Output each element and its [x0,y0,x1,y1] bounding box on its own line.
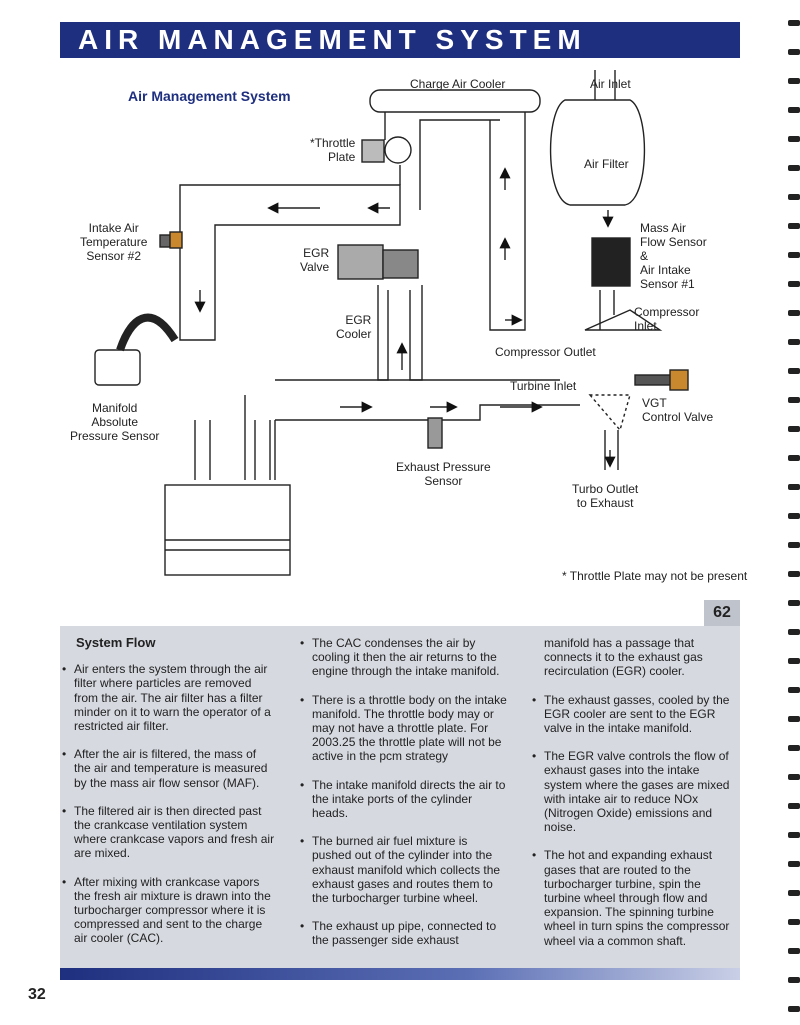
binding-ring [788,600,800,606]
list-item: After mixing with crankcase vapors the f… [60,875,275,946]
binding-ring [788,455,800,461]
binding-ring [788,107,800,113]
binding-ring [788,832,800,838]
list-item: Air enters the system through the air fi… [60,662,275,733]
binding-ring [788,803,800,809]
label-vgt-control-valve: VGT Control Valve [642,396,714,424]
list-item: There is a throttle body on the intake m… [298,693,510,764]
label-egr-valve: EGR Valve [300,246,330,274]
text-column-3: manifold has a passage that connects it … [530,636,735,962]
throttle-footnote: * Throttle Plate may not be present [562,569,748,583]
list-item: The intake manifold directs the air to t… [298,778,510,821]
binding-ring [788,136,800,142]
binding-ring [788,281,800,287]
page-title: AIR MANAGEMENT SYSTEM [60,22,740,58]
binding-ring [788,745,800,751]
binding-ring [788,774,800,780]
list-item: The EGR valve controls the flow of exhau… [530,749,735,834]
binding-ring [788,658,800,664]
binding-ring [788,194,800,200]
binding-ring [788,223,800,229]
diagram-subtitle: Air Management System [128,88,291,104]
binding-ring [788,252,800,258]
binding-ring [788,20,800,26]
label-exhaust-pressure-sensor: Exhaust Pressure Sensor [396,460,491,488]
binding-ring [788,861,800,867]
list-item: The CAC condenses the air by cooling it … [298,636,510,679]
binding-ring [788,339,800,345]
binding-ring [788,977,800,983]
binding-ring [788,890,800,896]
binding-ring [788,397,800,403]
label-turbo-outlet: Turbo Outlet to Exhaust [572,482,639,510]
list-item: The exhaust gasses, cooled by the EGR co… [530,693,735,736]
binding-ring [788,484,800,490]
list-item: The filtered air is then directed past t… [60,804,275,861]
system-flow-heading: System Flow [76,635,156,650]
binding-ring [788,49,800,55]
list-item: The exhaust up pipe, connected to the pa… [298,919,510,947]
binding-ring [788,542,800,548]
label-mass-air-flow-sensor: Mass Air Flow Sensor & Air Intake Sensor… [640,221,707,291]
binding-ring [788,919,800,925]
page-tab: 62 [704,600,740,626]
binding-ring [788,948,800,954]
air-management-diagram [94,70,689,576]
list-item: After the air is filtered, the mass of t… [60,747,275,790]
label-intake-air-temp-sensor: Intake Air Temperature Sensor #2 [80,221,148,263]
page-number: 32 [28,986,46,1003]
label-egr-cooler: EGR Cooler [336,313,372,341]
label-throttle-plate: *Throttle Plate [310,136,356,164]
label-charge-air-cooler: Charge Air Cooler [410,77,506,91]
text-column-2: The CAC condenses the air by cooling it … [298,636,510,962]
text-column-1: System Flow Air enters the system throug… [60,635,275,960]
binding-ring [788,629,800,635]
list-item: The hot and expanding exhaust gases that… [530,848,735,947]
label-air-inlet: Air Inlet [590,77,631,91]
binding-ring [788,571,800,577]
binding-ring [788,1006,800,1012]
binding-ring [788,687,800,693]
label-compressor-inlet: Compressor Inlet [634,305,700,333]
label-map-sensor: Manifold Absolute Pressure Sensor [70,401,160,443]
list-item-continued: manifold has a passage that connects it … [544,636,703,679]
spiral-binding [786,0,800,1025]
list-item: The burned air fuel mixture is pushed ou… [298,834,510,905]
binding-ring [788,165,800,171]
label-compressor-outlet: Compressor Outlet [495,345,596,359]
binding-ring [788,368,800,374]
label-air-filter: Air Filter [584,157,629,171]
binding-ring [788,513,800,519]
binding-ring [788,78,800,84]
binding-ring [788,716,800,722]
binding-ring [788,310,800,316]
footer-bar [60,968,740,980]
binding-ring [788,426,800,432]
label-turbine-inlet: Turbine Inlet [510,379,577,393]
